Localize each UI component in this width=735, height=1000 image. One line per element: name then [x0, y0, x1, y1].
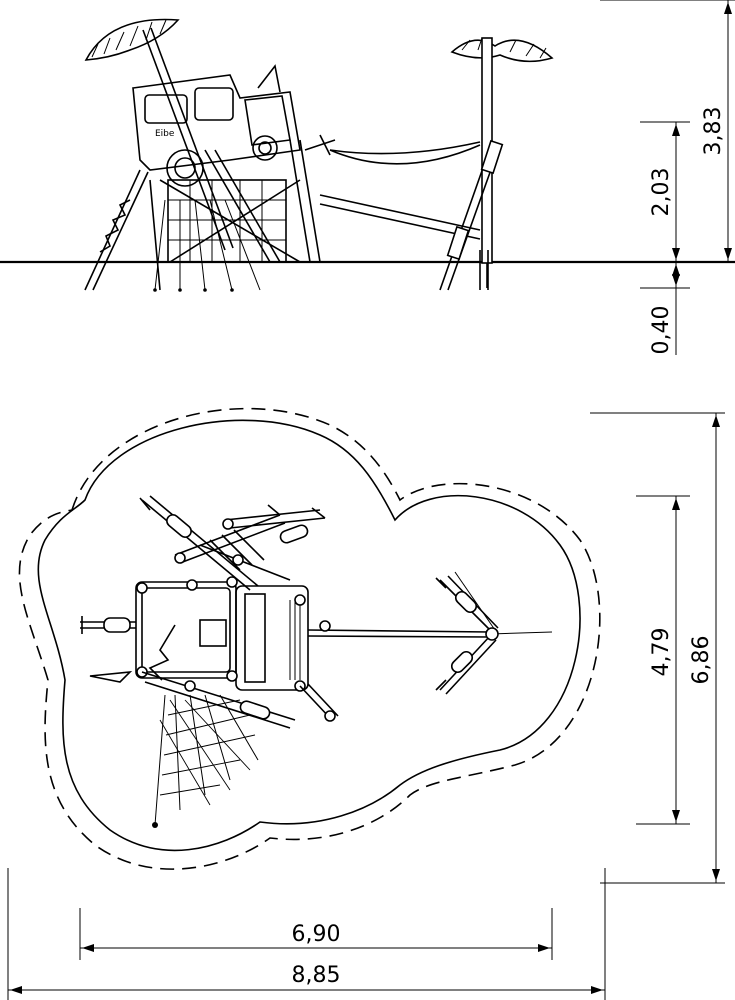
- elevation-view: Eibe: [0, 0, 735, 355]
- dim-depth-safety: 6,86: [590, 412, 725, 884]
- plan-net: [152, 694, 259, 828]
- palm-right: [450, 37, 554, 288]
- climbing-frame: [159, 139, 321, 263]
- dim-depth-safety-label: 6,86: [689, 636, 714, 685]
- plan-view: 4,79 6,86 6,90 8,85: [7, 407, 725, 1000]
- dim-height-total-label: 3,83: [701, 107, 726, 156]
- dim-width-equipment: 6,90: [79, 908, 553, 960]
- plan-top-supports: [139, 495, 326, 591]
- dim-depth-equipment-label: 4,79: [649, 628, 674, 677]
- net-ropes: [153, 199, 261, 292]
- plan-right-a-frame: [435, 571, 499, 695]
- dim-foundation: 0,40: [640, 262, 690, 355]
- dim-height-platform-label: 2,03: [649, 168, 674, 217]
- impact-area-solid: [37, 419, 581, 852]
- car-cabin: Eibe: [132, 64, 301, 187]
- logo-text: Eibe: [155, 129, 175, 139]
- plan-left-arm: [80, 616, 136, 634]
- right-a-frame: [439, 139, 504, 291]
- plan-bridge: [307, 620, 553, 638]
- hammock-bridge: [304, 134, 481, 240]
- left-support: [84, 169, 161, 291]
- dim-depth-equipment: 4,79: [636, 495, 690, 825]
- impact-area-dashed: [18, 407, 601, 870]
- dim-width-safety: 8,85: [7, 868, 606, 1000]
- dim-width-safety-label: 8,85: [292, 963, 341, 988]
- dim-height-platform: 2,03: [640, 121, 690, 262]
- plan-bottom-supports: [89, 670, 339, 729]
- plan-cabin: [135, 576, 309, 692]
- palm-left: [84, 18, 234, 251]
- dim-width-equipment-label: 6,90: [292, 922, 341, 947]
- dim-foundation-label: 0,40: [649, 306, 674, 355]
- dim-height-total: 3,83: [600, 0, 735, 262]
